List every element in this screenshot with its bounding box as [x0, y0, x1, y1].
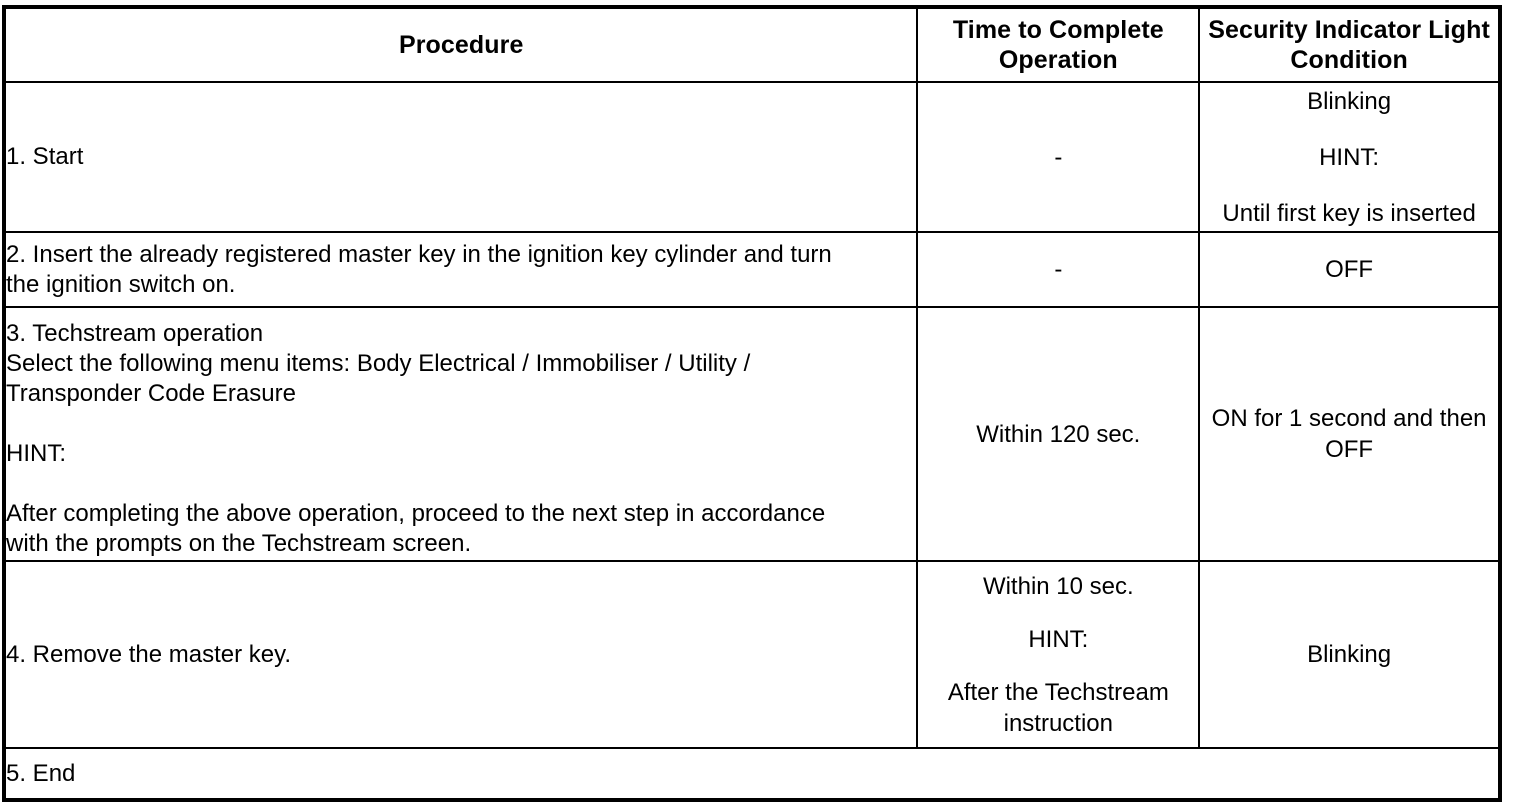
cell-time-step-1: - [916, 81, 1201, 233]
table-body: 1. Start - Blinking HINT: Until first ke… [2, 81, 1501, 801]
procedure-step-3-line-6: with the prompts on the Techstream scree… [6, 530, 472, 557]
spacer [6, 409, 916, 439]
procedure-step-2-line-1: 2. Insert the already registered master … [6, 240, 832, 268]
procedure-step-4-text: 4. Remove the master key. [6, 640, 291, 668]
light-step-1-line-2: HINT: [1319, 143, 1380, 171]
procedure-step-2-line-2: the ignition switch on. [6, 270, 236, 298]
column-header-light-line-2: Condition [1290, 46, 1408, 74]
time-step-4-hint-label: HINT: [1028, 625, 1089, 653]
time-step-3-text: Within 120 sec. [976, 420, 1141, 448]
procedure-step-3-line-5: After completing the above operation, pr… [6, 500, 826, 527]
cell-procedure-step-4: 4. Remove the master key. [2, 560, 919, 749]
cell-light-step-4: Blinking [1198, 560, 1501, 749]
column-header-procedure-text: Procedure [398, 31, 524, 59]
light-step-3-line-2: OFF [1325, 436, 1374, 463]
procedure-step-5-text: 5. End [6, 759, 76, 787]
light-step-2-text: OFF [1325, 256, 1374, 283]
light-step-1-line-3: Until first key is inserted [1222, 199, 1476, 227]
table-row: 2. Insert the already registered master … [2, 231, 1501, 308]
table-header-row: Procedure Time to Complete Operation Sec… [2, 6, 1501, 83]
cell-light-step-2: OFF [1198, 231, 1501, 308]
column-header-light-line-1: Security Indicator Light [1208, 16, 1490, 44]
cell-procedure-step-1: 1. Start [2, 81, 919, 233]
procedure-table: Procedure Time to Complete Operation Sec… [2, 5, 1502, 802]
procedure-step-1-text: 1. Start [6, 143, 84, 170]
spacer [1200, 117, 1498, 142]
cell-time-step-2: - [916, 231, 1201, 308]
light-step-1-line-1: Blinking [1307, 87, 1392, 115]
procedure-step-3-line-2: Select the following menu items: Body El… [6, 350, 751, 377]
time-step-4-line-1: Within 10 sec. [982, 572, 1134, 600]
column-header-procedure: Procedure [2, 6, 919, 83]
spacer [6, 469, 916, 499]
procedure-step-3-line-3: Transponder Code Erasure [6, 380, 296, 407]
table-row: 3. Techstream operation Select the follo… [2, 306, 1501, 562]
spacer [918, 655, 1198, 677]
light-step-4-text: Blinking [1307, 641, 1392, 668]
spacer [1200, 173, 1498, 198]
light-step-3-line-1: ON for 1 second and then [1211, 405, 1487, 432]
cell-light-step-1: Blinking HINT: Until first key is insert… [1198, 81, 1501, 233]
cell-time-step-3: Within 120 sec. [916, 306, 1201, 562]
cell-procedure-step-5: 5. End [3, 747, 1501, 801]
column-header-time-line-1: Time to Complete [952, 16, 1164, 44]
time-step-2-text: - [1054, 256, 1063, 283]
table-row: 5. End [3, 747, 1501, 801]
time-step-1-text: - [1054, 143, 1063, 171]
table-row: 1. Start - Blinking HINT: Until first ke… [2, 81, 1501, 233]
document-page: Procedure Time to Complete Operation Sec… [2, 5, 1502, 802]
cell-procedure-step-3: 3. Techstream operation Select the follo… [2, 306, 919, 562]
time-step-4-line-3: After the Techstream [947, 678, 1169, 706]
column-header-time-line-2: Operation [998, 46, 1118, 74]
cell-time-step-4: Within 10 sec. HINT: After the Techstrea… [916, 560, 1201, 749]
spacer [918, 602, 1198, 624]
cell-light-step-3: ON for 1 second and then OFF [1198, 306, 1501, 562]
table-row: 4. Remove the master key. Within 10 sec.… [2, 560, 1501, 749]
column-header-time-to-complete-operation: Time to Complete Operation [916, 6, 1201, 83]
table-header: Procedure Time to Complete Operation Sec… [2, 6, 1501, 83]
cell-procedure-step-2: 2. Insert the already registered master … [2, 231, 919, 308]
column-header-security-indicator-light-condition: Security Indicator Light Condition [1198, 6, 1501, 83]
procedure-step-3-hint-label: HINT: [6, 440, 66, 467]
procedure-step-3-line-1: 3. Techstream operation [6, 320, 264, 347]
time-step-4-line-4: instruction [1003, 709, 1113, 737]
